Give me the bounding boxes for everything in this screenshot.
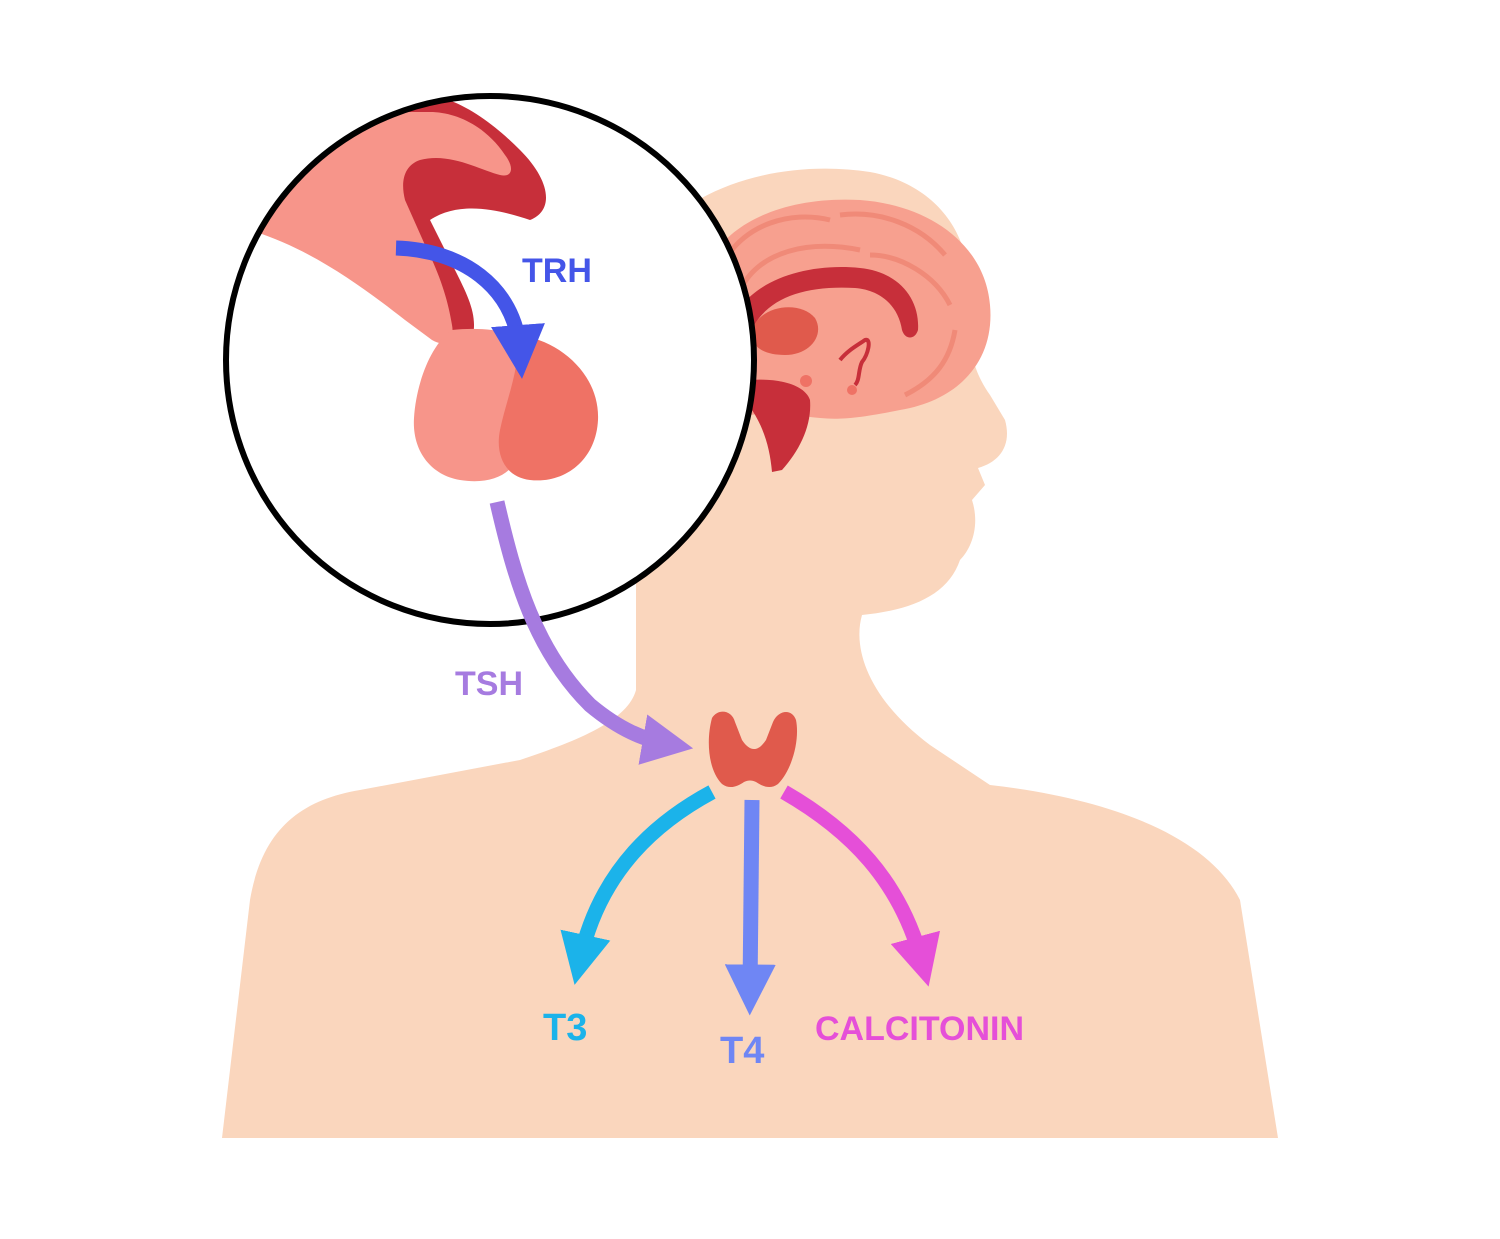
- calcitonin-arrow: [780, 785, 941, 987]
- label-calcitonin: CALCITONIN: [815, 1010, 1024, 1048]
- label-t3: T3: [543, 1007, 587, 1049]
- t3-arrow: [560, 785, 716, 985]
- thyroid-icon: [708, 711, 798, 788]
- trh-arrow: [395, 240, 545, 379]
- label-tsh: TSH: [455, 665, 523, 703]
- brain-icon: [700, 199, 991, 472]
- zoom-circle: [223, 93, 757, 627]
- label-t4: T4: [720, 1030, 764, 1072]
- tsh-arrow: [489, 500, 694, 765]
- t4-arrow: [724, 799, 776, 1016]
- body-silhouette-icon: [222, 168, 1278, 1138]
- label-trh: TRH: [522, 252, 592, 290]
